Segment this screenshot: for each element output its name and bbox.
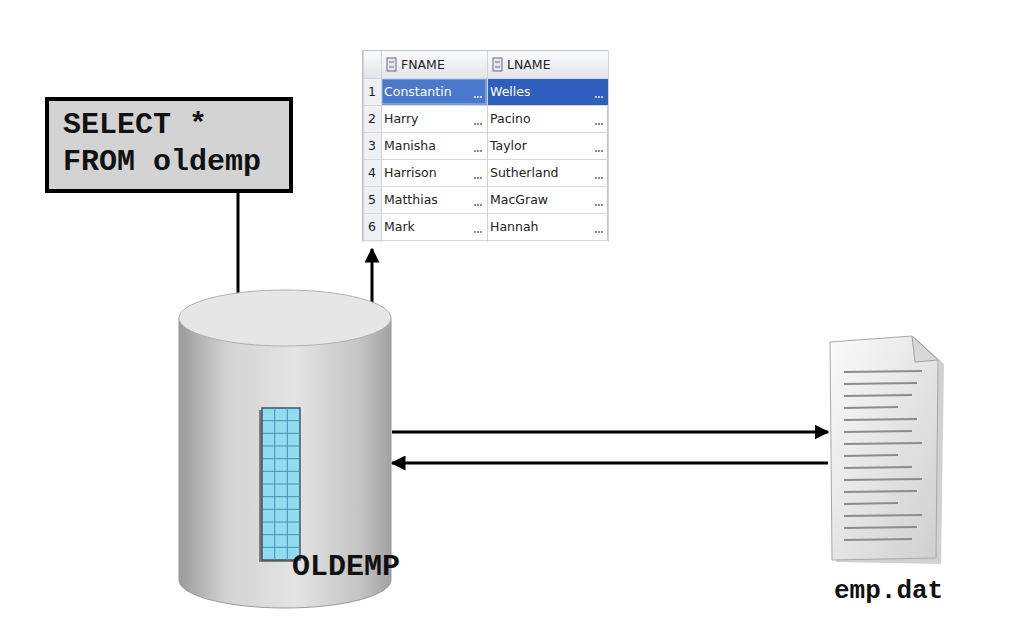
arrow-connector [392, 462, 828, 465]
node-text: 1 [368, 84, 376, 99]
arrow-connector [392, 431, 828, 434]
result-grid: FNAME LNAME 1 Constantin Welles 2 Harry Pacino 3… [362, 50, 608, 241]
database-cylinder: OLDEMP [178, 288, 392, 613]
query-box: SELECT * FROM oldemp [45, 97, 293, 193]
node-text: 3 [368, 138, 376, 153]
node-text: Taylor [490, 138, 527, 153]
node-text: 2 [368, 111, 376, 126]
node-text: Hannah [490, 219, 539, 234]
node-text: emp.dat [834, 576, 943, 606]
node-text: Harry [384, 111, 419, 126]
node-text: SELECT * FROM oldemp [63, 107, 275, 181]
node-text: Sutherland [490, 165, 559, 180]
node-text: LNAME [507, 57, 551, 72]
node-text: OLDEMP [292, 550, 400, 584]
data-file: emp.dat [826, 332, 958, 622]
node-text: MacGraw [490, 192, 548, 207]
node-text: Mark [384, 219, 415, 234]
node-text: Manisha [384, 138, 436, 153]
node-text: FNAME [401, 57, 445, 72]
node-text: Welles [490, 84, 530, 99]
node-text: Harrison [384, 165, 437, 180]
node-text: 6 [368, 219, 376, 234]
node-text: Matthias [384, 192, 438, 207]
node-text: Pacino [490, 111, 531, 126]
node-text: 4 [368, 165, 376, 180]
node-text: 5 [368, 192, 376, 207]
file-icon [826, 332, 958, 572]
node-text: Constantin [384, 84, 452, 99]
